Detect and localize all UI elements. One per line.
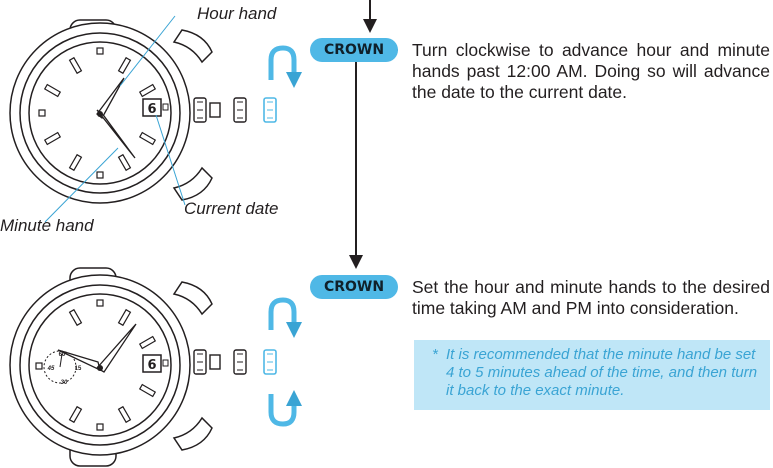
marker-9b	[35, 362, 43, 370]
leader-hour-hand	[119, 15, 176, 87]
date-digit-1: 6	[147, 102, 156, 117]
marker-2b	[138, 335, 157, 350]
pusher-bottom-1	[172, 166, 213, 201]
hour-markers-1	[38, 47, 157, 179]
current-date-label: Current date	[184, 199, 279, 218]
rotate-arrow-1	[268, 45, 297, 80]
subdial-15: 15	[75, 366, 82, 372]
marker-12b	[96, 299, 104, 307]
hand-pin-1	[97, 111, 103, 117]
marker-4	[138, 131, 157, 146]
rotate-arrowhead-1	[286, 72, 302, 88]
hour-hand-label: Hour hand	[197, 4, 277, 23]
subdial-45: 45	[47, 366, 55, 372]
subdial-hand-2	[59, 353, 63, 368]
marker-2	[138, 83, 157, 98]
marker-12	[96, 47, 104, 55]
date-digit-2: 6	[147, 358, 156, 373]
rotate-arrowhead-cw-2	[286, 322, 302, 338]
note-text: It is recommended that the minute hand b…	[446, 346, 758, 399]
marker-1b	[117, 308, 132, 327]
marker-8	[43, 131, 62, 146]
marker-3	[162, 103, 169, 111]
step2-instruction: Set the hour and minute hands to the des…	[412, 277, 770, 318]
leader-current-date	[155, 114, 186, 206]
minute-hand-label: Minute hand	[0, 216, 94, 235]
marker-5b	[117, 405, 132, 424]
watch-1: 6	[9, 15, 302, 223]
marker-5	[117, 153, 132, 172]
rotate-arrow-cw-2	[268, 297, 297, 330]
subdial-30: 30	[61, 380, 68, 386]
note-asterisk: *	[432, 346, 438, 363]
recommendation-note: * It is recommended that the minute hand…	[414, 340, 770, 410]
date-window-2	[142, 354, 162, 373]
step1-instruction: Turn clockwise to advance hour and minut…	[412, 40, 770, 102]
date-window-1	[142, 98, 162, 117]
marker-9	[38, 109, 46, 117]
watch-2: 60 45 15 30 6	[9, 267, 302, 467]
marker-6	[96, 171, 104, 179]
marker-6b	[96, 423, 104, 431]
marker-1	[117, 56, 132, 75]
marker-7b	[68, 405, 83, 424]
marker-11b	[68, 308, 83, 327]
hour-markers-2	[68, 299, 157, 431]
rotate-arrowhead-ccw-2	[286, 390, 302, 406]
crown-badge-1: CROWN	[310, 38, 398, 62]
crown-stem-2	[209, 354, 221, 370]
pusher-top-2	[172, 281, 213, 316]
pusher-bottom-2	[172, 416, 213, 451]
pusher-top-1	[172, 29, 213, 64]
marker-10	[43, 83, 62, 98]
crown-stem-1	[209, 102, 221, 118]
rotate-arrow-ccw-2	[268, 394, 297, 427]
hand-pin-2	[97, 365, 103, 371]
marker-4b	[138, 383, 157, 398]
marker-7	[68, 153, 83, 172]
crown-badge-2: CROWN	[310, 275, 398, 299]
marker-11	[68, 56, 83, 75]
marker-3b	[162, 359, 169, 367]
leader-minute-hand	[44, 147, 119, 223]
